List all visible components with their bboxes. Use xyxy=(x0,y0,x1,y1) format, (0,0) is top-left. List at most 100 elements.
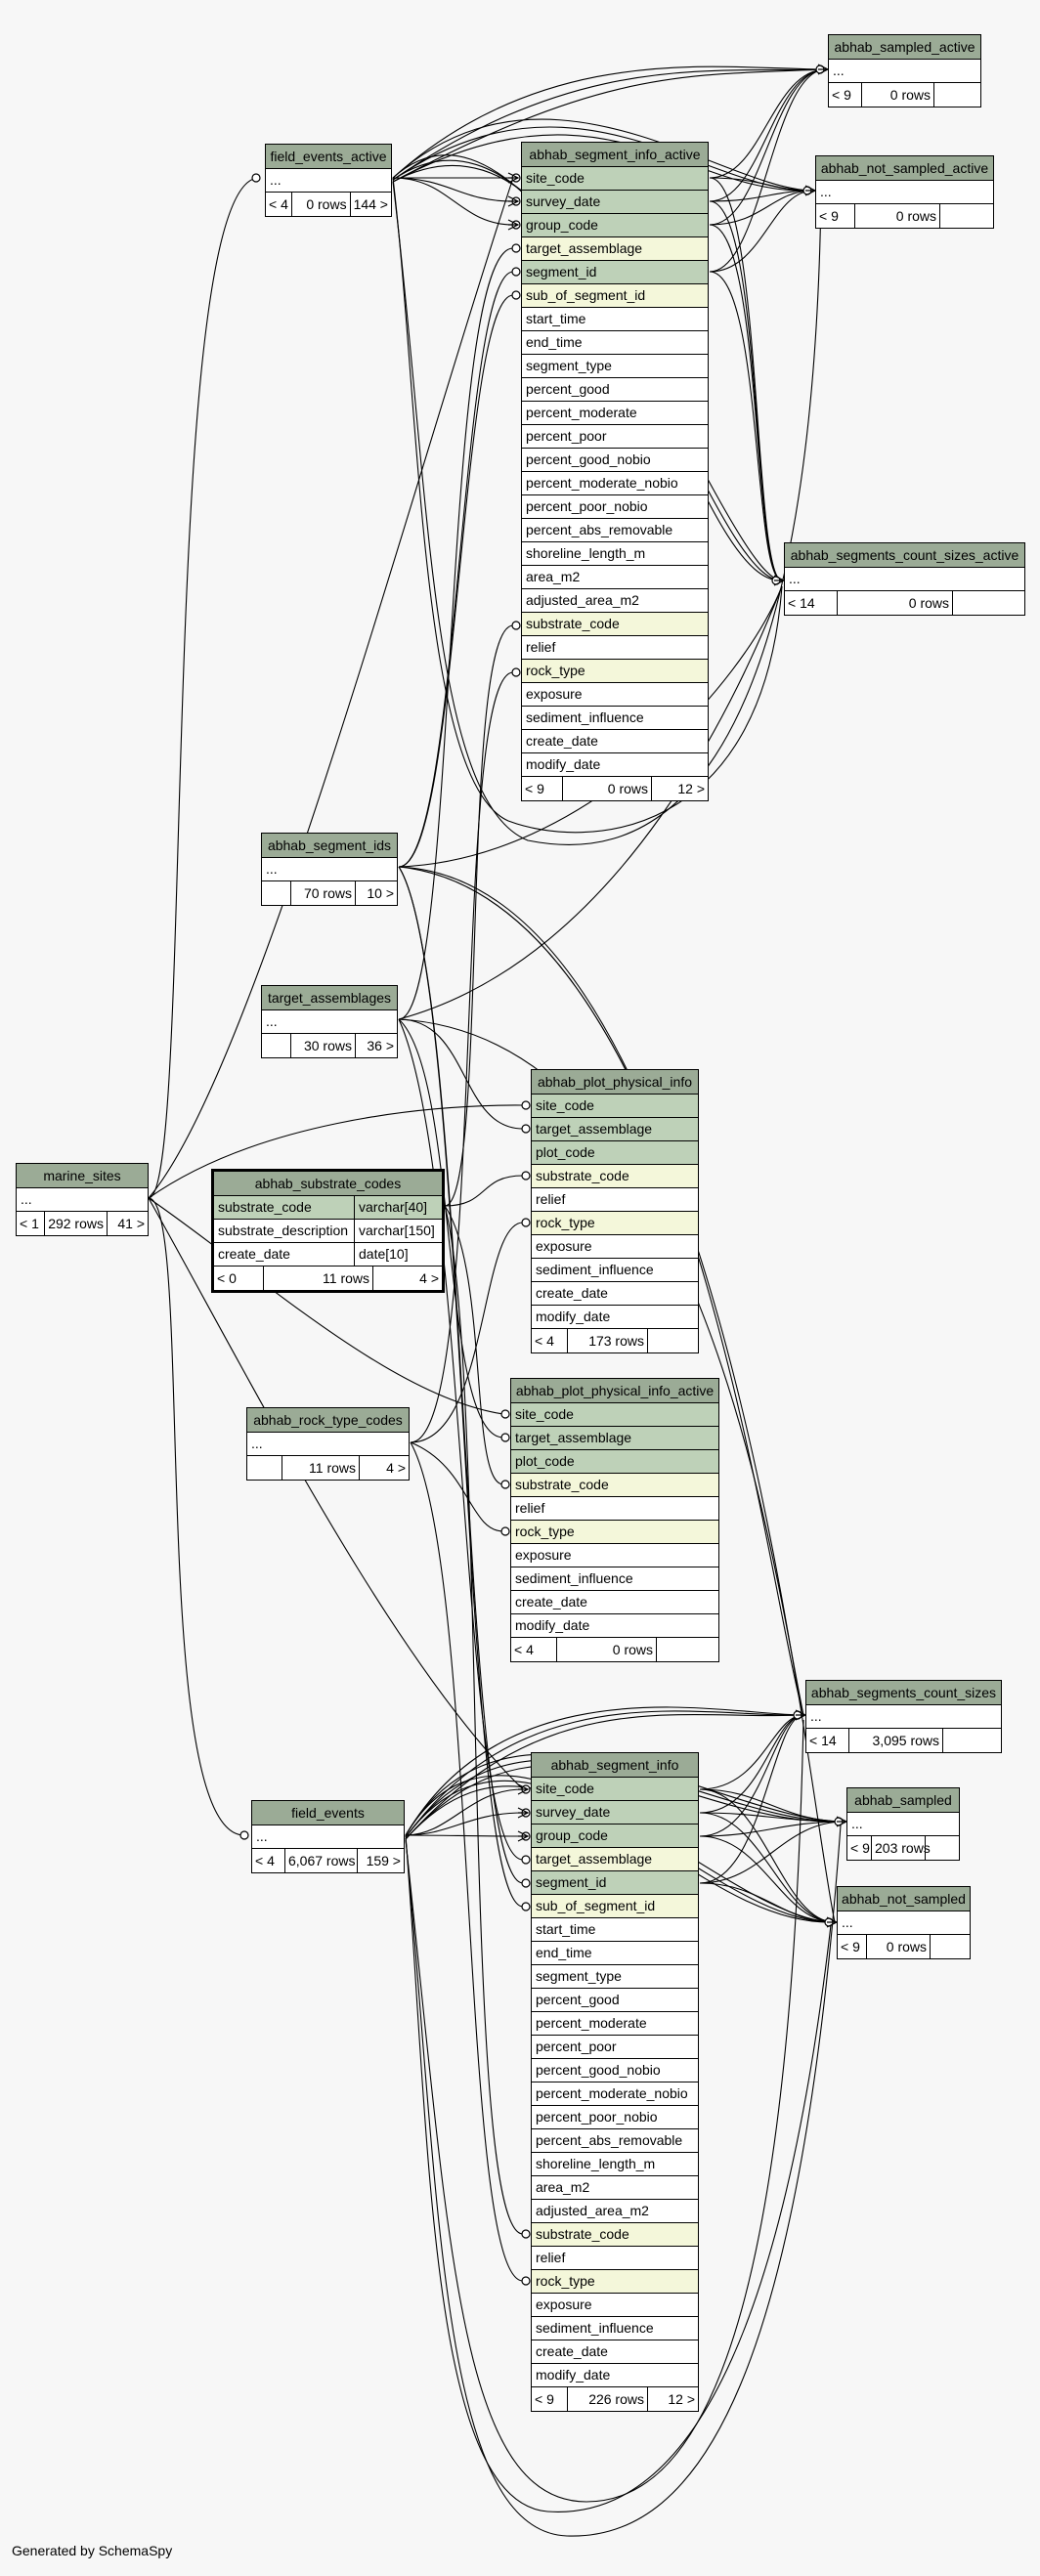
table-title[interactable]: field_events xyxy=(252,1801,404,1825)
column-row[interactable]: substrate_code xyxy=(532,1165,698,1188)
column-row[interactable]: group_code xyxy=(532,1825,698,1848)
column-row[interactable]: plot_code xyxy=(532,1141,698,1165)
column-row[interactable]: rock_type xyxy=(532,2270,698,2294)
column-row[interactable]: adjusted_area_m2 xyxy=(532,2200,698,2223)
column-row[interactable]: end_time xyxy=(522,331,708,355)
column-row[interactable]: sediment_influence xyxy=(532,2317,698,2340)
column-row[interactable]: percent_moderate xyxy=(532,2012,698,2036)
column-row[interactable]: area_m2 xyxy=(522,566,708,589)
table-title[interactable]: abhab_substrate_codes xyxy=(214,1172,442,1196)
column-row[interactable]: target_assemblage xyxy=(522,237,708,261)
column-row[interactable]: shoreline_length_m xyxy=(532,2153,698,2176)
column-row[interactable]: percent_moderate xyxy=(522,402,708,425)
column-row[interactable]: plot_code xyxy=(511,1450,718,1474)
column-row[interactable]: exposure xyxy=(522,683,708,707)
column-row[interactable]: percent_good_nobio xyxy=(532,2059,698,2082)
column-row[interactable]: ... xyxy=(806,1705,1001,1729)
table-title[interactable]: abhab_segment_info xyxy=(532,1753,698,1778)
column-row[interactable]: sediment_influence xyxy=(532,1259,698,1282)
column-row[interactable]: create_date xyxy=(511,1591,718,1614)
column-row[interactable]: ... xyxy=(266,169,391,193)
column-row[interactable]: ... xyxy=(816,181,993,204)
column-row[interactable]: segment_id xyxy=(532,1871,698,1895)
column-row[interactable]: modify_date xyxy=(532,2364,698,2387)
table-title[interactable]: abhab_not_sampled xyxy=(838,1887,970,1911)
column-row[interactable]: percent_moderate_nobio xyxy=(522,472,708,495)
column-row[interactable]: rock_type xyxy=(511,1521,718,1544)
column-row[interactable]: sub_of_segment_id xyxy=(532,1895,698,1918)
table-title[interactable]: abhab_segment_ids xyxy=(262,834,397,858)
column-row[interactable]: survey_date xyxy=(522,191,708,214)
column-row[interactable]: relief xyxy=(532,2247,698,2270)
column-row[interactable]: ... xyxy=(262,858,397,881)
column-row[interactable]: group_code xyxy=(522,214,708,237)
table-title[interactable]: field_events_active xyxy=(266,145,391,169)
column-row[interactable]: substrate_code xyxy=(511,1474,718,1497)
column-row[interactable]: modify_date xyxy=(511,1614,718,1638)
column-row[interactable]: site_code xyxy=(522,167,708,191)
column-row[interactable]: modify_date xyxy=(522,753,708,777)
column-row[interactable]: exposure xyxy=(532,2294,698,2317)
column-row[interactable]: survey_date xyxy=(532,1801,698,1825)
table-abhab-segments-count-sizes-active[interactable]: abhab_segments_count_sizes_active...< 14… xyxy=(784,542,1025,616)
column-row[interactable]: percent_poor xyxy=(532,2036,698,2059)
column-row[interactable]: shoreline_length_m xyxy=(522,542,708,566)
table-title[interactable]: abhab_segment_info_active xyxy=(522,143,708,167)
table-title[interactable]: abhab_plot_physical_info_active xyxy=(511,1379,718,1403)
table-title[interactable]: target_assemblages xyxy=(262,986,397,1010)
column-row[interactable]: target_assemblage xyxy=(532,1118,698,1141)
table-title[interactable]: abhab_plot_physical_info xyxy=(532,1070,698,1095)
column-row[interactable]: percent_poor_nobio xyxy=(522,495,708,519)
table-title[interactable]: abhab_not_sampled_active xyxy=(816,156,993,181)
column-row[interactable]: substrate_code xyxy=(522,613,708,636)
column-row[interactable]: target_assemblage xyxy=(511,1427,718,1450)
column-row[interactable]: ... xyxy=(262,1010,397,1034)
column-row[interactable]: segment_type xyxy=(522,355,708,378)
table-title[interactable]: marine_sites xyxy=(17,1164,148,1188)
column-row[interactable]: segment_type xyxy=(532,1965,698,1989)
column-row[interactable]: segment_id xyxy=(522,261,708,284)
column-row[interactable]: percent_good xyxy=(532,1989,698,2012)
column-row[interactable]: percent_good_nobio xyxy=(522,449,708,472)
column-row[interactable]: percent_poor_nobio xyxy=(532,2106,698,2129)
column-row[interactable]: rock_type xyxy=(532,1212,698,1235)
column-row[interactable]: substrate_code xyxy=(532,2223,698,2247)
column-row[interactable]: ... xyxy=(829,60,980,83)
table-title[interactable]: abhab_rock_type_codes xyxy=(247,1408,409,1433)
column-row[interactable]: ... xyxy=(847,1813,959,1836)
table-title[interactable]: abhab_segments_count_sizes xyxy=(806,1681,1001,1705)
column-row[interactable]: create_date xyxy=(522,730,708,753)
column-row[interactable]: ... xyxy=(785,568,1024,591)
column-row[interactable]: ... xyxy=(252,1825,404,1849)
column-row[interactable]: exposure xyxy=(511,1544,718,1567)
column-row[interactable]: sediment_influence xyxy=(511,1567,718,1591)
column-row[interactable]: end_time xyxy=(532,1942,698,1965)
column-row[interactable]: start_time xyxy=(522,308,708,331)
column-row[interactable]: percent_poor xyxy=(522,425,708,449)
column-row[interactable]: percent_abs_removable xyxy=(522,519,708,542)
column-row[interactable]: relief xyxy=(511,1497,718,1521)
column-row[interactable]: ... xyxy=(838,1911,970,1935)
table-title[interactable]: abhab_sampled xyxy=(847,1788,959,1813)
column-row[interactable]: percent_moderate_nobio xyxy=(532,2082,698,2106)
column-row[interactable]: target_assemblage xyxy=(532,1848,698,1871)
column-row[interactable]: ... xyxy=(247,1433,409,1456)
column-row[interactable]: sediment_influence xyxy=(522,707,708,730)
column-row[interactable]: adjusted_area_m2 xyxy=(522,589,708,613)
column-row[interactable]: percent_good xyxy=(522,378,708,402)
column-row[interactable]: area_m2 xyxy=(532,2176,698,2200)
column-row[interactable]: percent_abs_removable xyxy=(532,2129,698,2153)
